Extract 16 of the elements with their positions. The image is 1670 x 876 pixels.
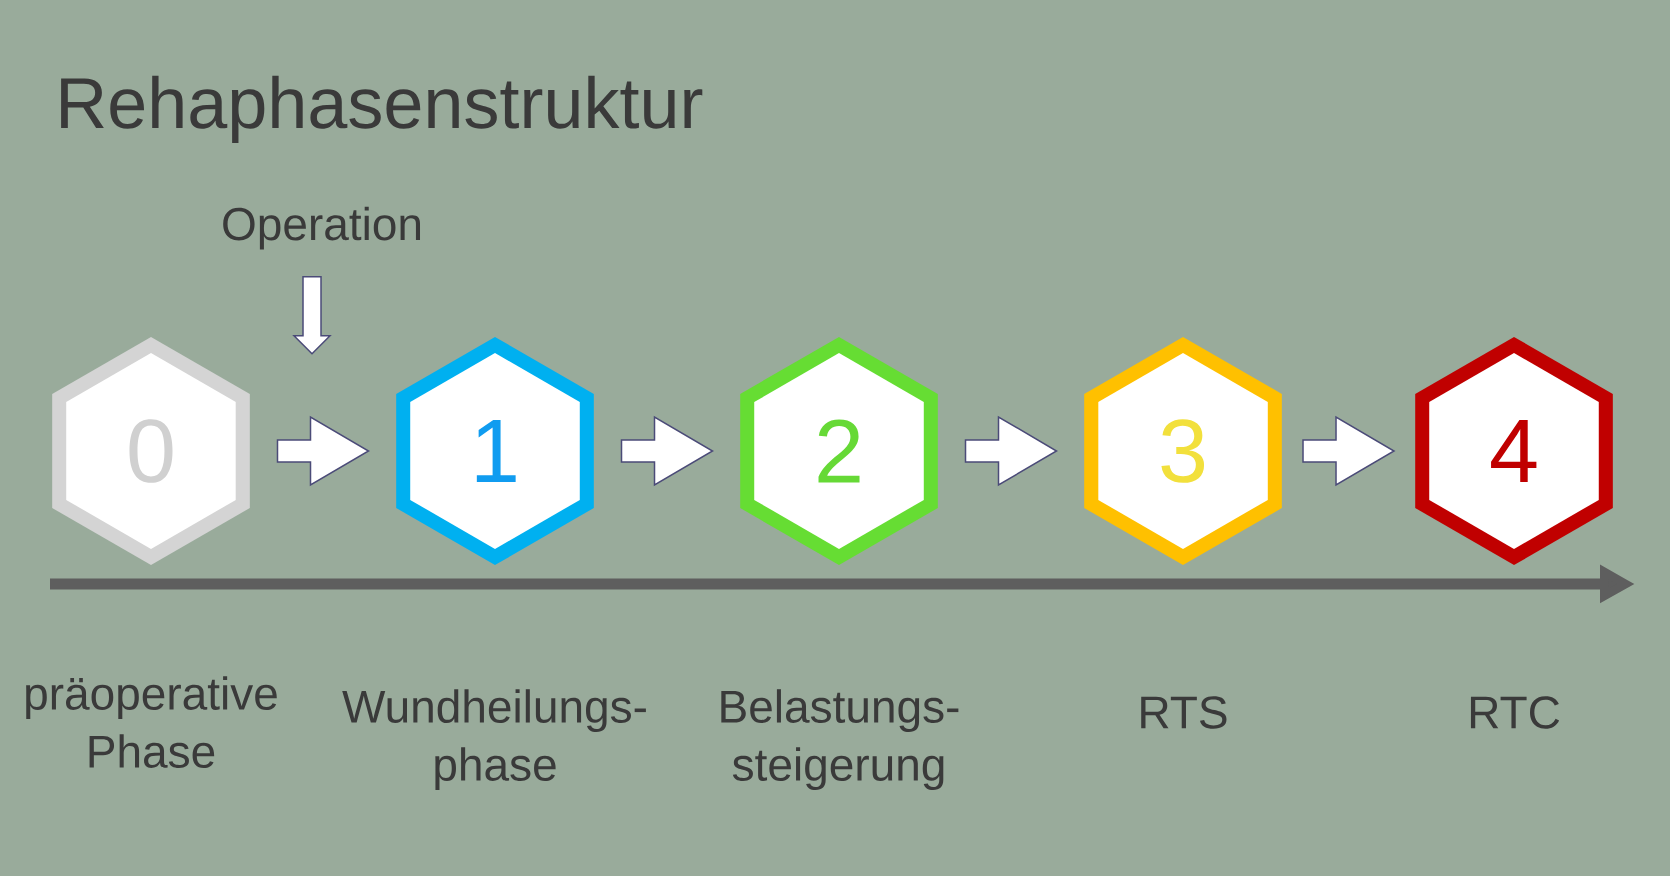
phase-label: Belastungs- steigerung <box>721 689 959 791</box>
phase-label: präoperative Phase <box>26 676 277 768</box>
event-label: Operation <box>223 206 420 250</box>
block-arrow <box>964 415 1058 487</box>
hexagon: 3 <box>1084 336 1282 566</box>
title: Rehaphasenstruktur <box>61 75 703 143</box>
block-arrow <box>292 276 332 355</box>
phase-label: Wundheilungs- phase <box>342 689 646 791</box>
hexagon: 4 <box>1415 336 1613 566</box>
hexagon: 2 <box>740 336 938 566</box>
phase-label: RTC <box>1470 696 1560 729</box>
block-arrow <box>276 415 370 487</box>
phase-label: RTS <box>1141 696 1227 729</box>
block-arrow <box>620 415 714 487</box>
hexagon: 1 <box>396 336 594 566</box>
block-arrow <box>1302 415 1396 487</box>
